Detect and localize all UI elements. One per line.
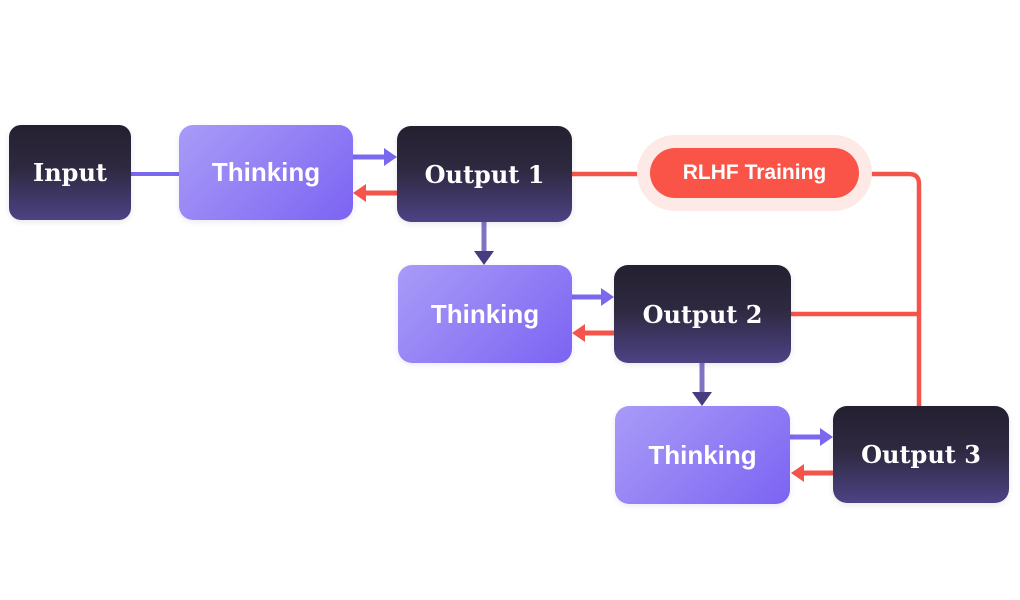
edge-thinking1-output1 <box>353 148 397 166</box>
node-output-2: Output 2 <box>614 265 791 363</box>
node-thinking-3-label: Thinking <box>648 439 757 470</box>
edge-output3-thinking3 <box>791 464 833 482</box>
edge-output2-thinking3 <box>692 363 712 406</box>
edge-thinking2-output2 <box>572 288 614 306</box>
node-input-label: Input <box>33 158 107 187</box>
node-thinking-3: Thinking <box>615 406 790 504</box>
node-thinking-1-label: Thinking <box>211 157 321 187</box>
node-rlhf-training-label: RLHF Training <box>682 161 827 184</box>
edge-rlhf-output3 <box>858 171 922 406</box>
edge-output1-thinking1 <box>353 184 397 202</box>
edge-output2-thinking2 <box>572 324 614 342</box>
node-input: Input <box>9 125 131 220</box>
node-output-3: Output 3 <box>833 406 1009 503</box>
node-rlhf-training: RLHF Training <box>650 148 859 198</box>
node-thinking-2-label: Thinking <box>430 298 540 329</box>
node-output-3-label: Output 3 <box>861 440 981 469</box>
edge-output1-thinking2 <box>474 222 494 265</box>
node-output-2-label: Output 2 <box>642 299 763 329</box>
edge-thinking3-output3 <box>790 428 833 446</box>
node-thinking-2: Thinking <box>398 265 572 363</box>
node-thinking-1: Thinking <box>179 125 353 220</box>
node-output-1-label: Output 1 <box>424 159 545 189</box>
node-output-1: Output 1 <box>397 126 572 222</box>
